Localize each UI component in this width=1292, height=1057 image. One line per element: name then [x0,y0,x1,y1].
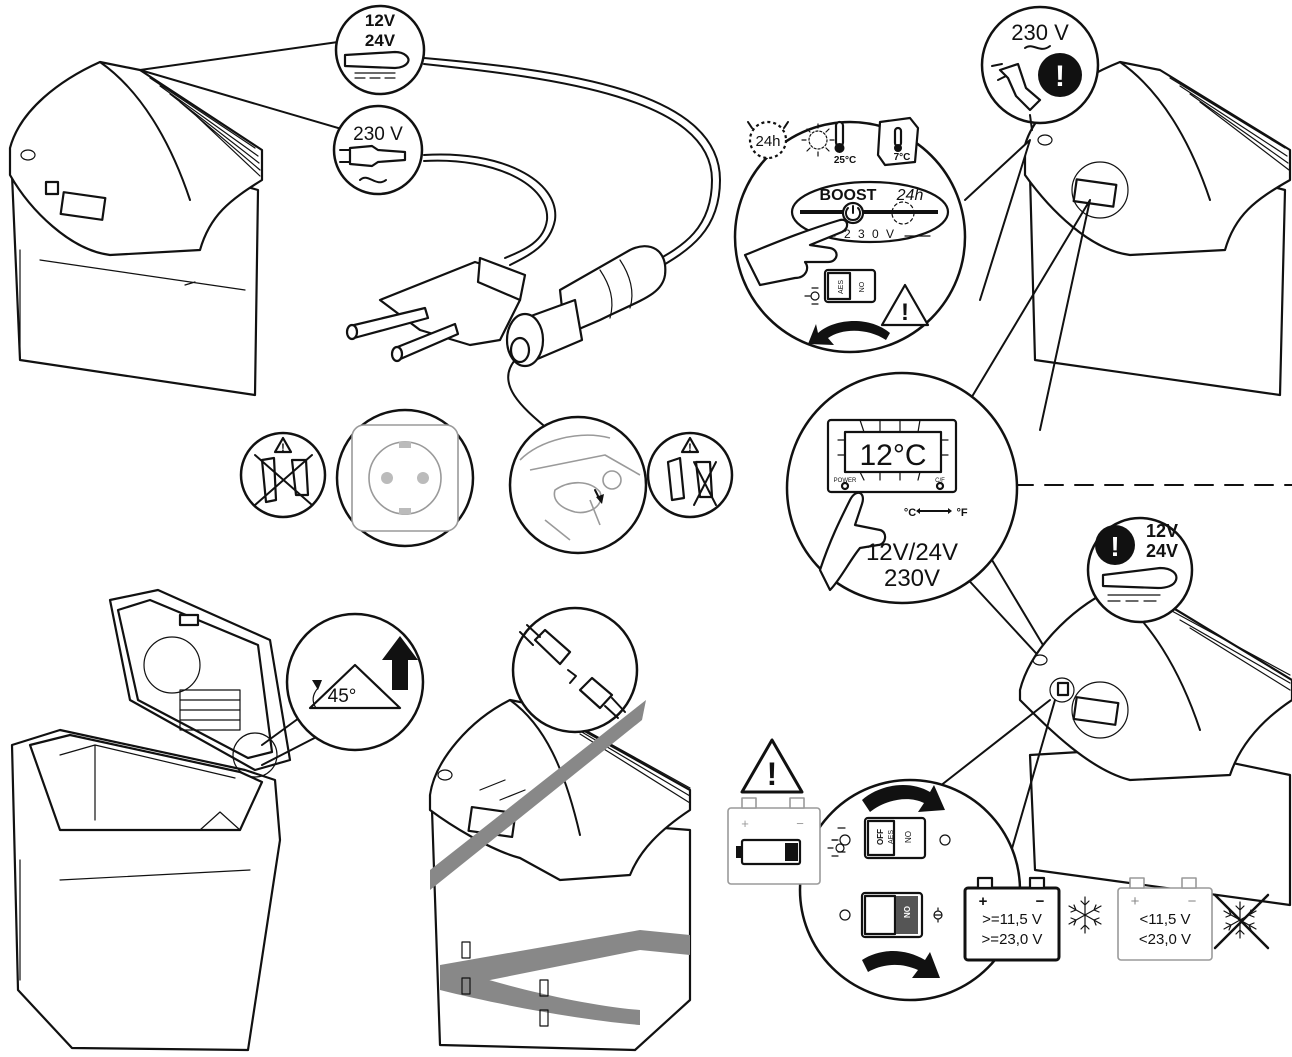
battery-ok-plus: + [979,893,988,910]
car-dashboard-circle [510,417,646,553]
ac-cable [424,154,555,265]
voltage-ac: 230V [884,565,940,592]
svg-text:!: ! [901,299,909,326]
dc-cable [424,58,720,270]
unit-button[interactable] [937,483,943,489]
threshold-ok-12: >=11,5 V [982,911,1042,928]
label-24v-bottom: 24V [1146,541,1178,561]
switch-on-label-2: ON [902,906,911,918]
battery-low-minus: − [1188,893,1197,910]
snowflake-icon [1069,897,1101,933]
switch-on-label: ON [903,831,912,843]
boost-voltage: 2 3 0 V [844,227,896,241]
svg-text:!: ! [281,442,285,454]
cooler-top-left [10,62,262,395]
battery-ok: + − >=11,5 V >=23,0 V [965,878,1059,960]
svg-text:!: ! [767,756,778,792]
label-24v: 24V [365,31,396,50]
wall-socket-circle [337,410,473,546]
inner-temp: 7°C [894,152,911,163]
threshold-low-24: <23,0 V [1139,931,1191,948]
power-button[interactable] [842,483,848,489]
label-12v: 12V [365,11,396,30]
ac-plug-callout: 230 V [334,106,422,194]
unit-fahrenheit: °F [956,507,967,519]
label-230v-top: 230 V [1011,20,1069,45]
svg-text:!: ! [1110,531,1119,562]
euro-plug [347,258,525,361]
svg-text:−: − [796,816,804,831]
display-temperature: 12°C [859,439,926,472]
boost-callout: 24h 25°C 7°C BOOST 24h 2 3 0 V AES ON [735,118,965,352]
boost-label: BOOST [820,187,877,204]
boost-callout-tail [958,140,1030,320]
lid-angle-label: 45° [328,686,357,707]
svg-text:!: ! [688,442,692,454]
cooler-strapped [430,700,690,1050]
cooler-bottom-right [1020,590,1292,905]
cigarette-ok-warning-circle: ! [648,433,732,517]
battery-ok-minus: − [1036,893,1045,910]
svg-text:+: + [741,816,749,831]
no-plug-warning-circle: ! [241,433,325,517]
label-230v: 230 V [353,124,403,145]
dc-cable-inner [424,64,712,264]
cooler-open [12,590,290,1050]
strap-buckle-callout [513,608,637,732]
unit-celsius: °C [904,507,916,519]
battery-low: + − <11,5 V <23,0 V [1118,878,1212,960]
svg-text:!: ! [1055,60,1065,93]
display-callout: 12°C POWER C/F °C °F 12V/24V 230V [787,373,1017,603]
ambient-temp: 25°C [834,155,856,166]
battery-low-plus: + [1131,893,1140,910]
switch-on-label-top: ON [857,282,864,293]
label-12v-bottom: 12V [1146,521,1178,541]
voltage-dc: 12V/24V [866,539,958,566]
timer-24h: 24h [755,133,780,150]
snowflake-crossed-icon [1215,895,1268,948]
dc-warning-callout: ! 12V 24V [1088,518,1192,622]
lid-angle-callout: 45° [287,614,423,750]
mains-warning-callout: 230 V ! [982,7,1098,123]
threshold-low-12: <11,5 V [1139,911,1190,928]
dc-plug-callout: 12V 24V [336,6,424,94]
boost-time: 24h [896,187,924,204]
switch-aes-label: AES [888,830,895,844]
threshold-ok-24: >=23,0 V [982,931,1043,948]
switch-off-label: OFF [876,829,885,845]
switch-aes-label-top: AES [838,280,845,294]
